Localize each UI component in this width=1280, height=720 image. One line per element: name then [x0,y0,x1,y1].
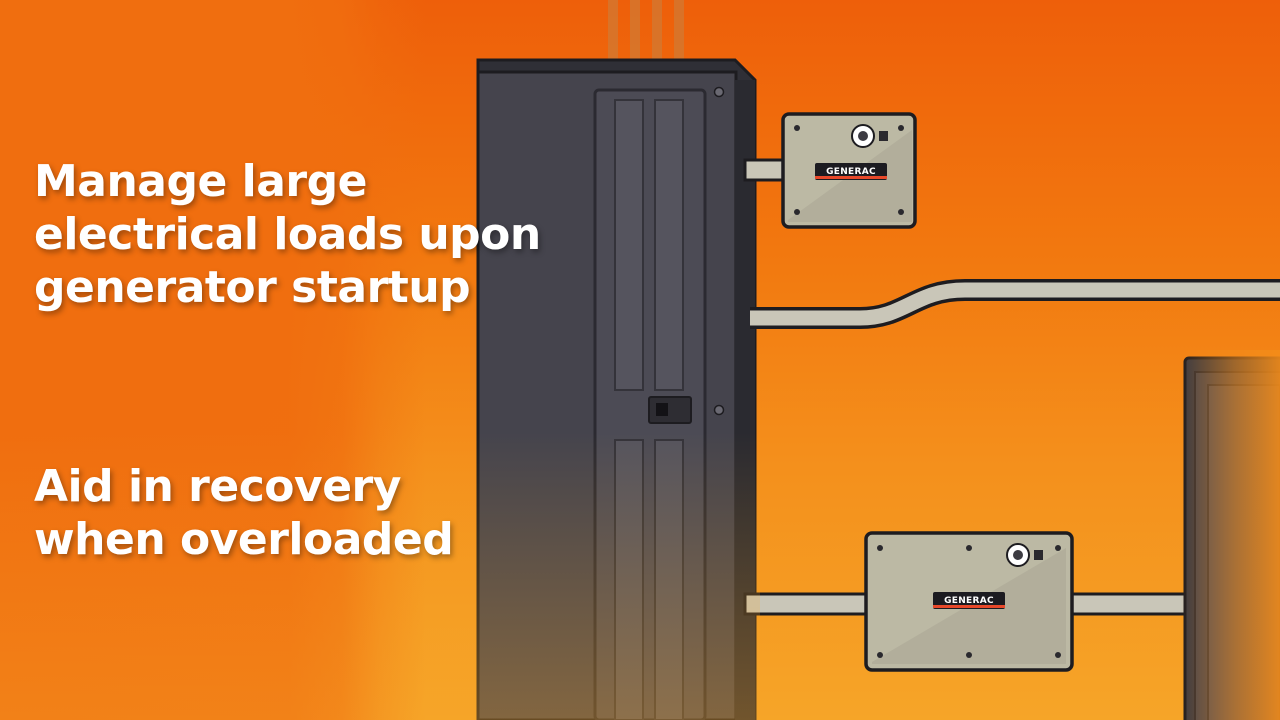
conduit-bottom-right [1066,592,1195,616]
conduit-bottom-left [743,592,874,616]
conduit-main-run [750,279,1280,329]
caption-line: electrical loads upon [34,209,541,260]
brand-label-top: GENERAC [826,167,876,177]
brand-label-bottom: GENERAC [944,596,994,606]
load-management-module-top: GENERAC [781,112,917,229]
caption-line: when overloaded [34,514,454,565]
panel-wires [608,0,684,64]
caption-overload-recovery: Aid in recovery when overloaded [34,460,454,566]
load-management-module-bottom: GENERAC [864,531,1074,672]
caption-line: Manage large [34,156,367,207]
caption-load-management: Manage large electrical loads upon gener… [34,155,541,314]
caption-line: generator startup [34,262,471,313]
secondary-panel [1183,356,1280,720]
caption-line: Aid in recovery [34,461,401,512]
